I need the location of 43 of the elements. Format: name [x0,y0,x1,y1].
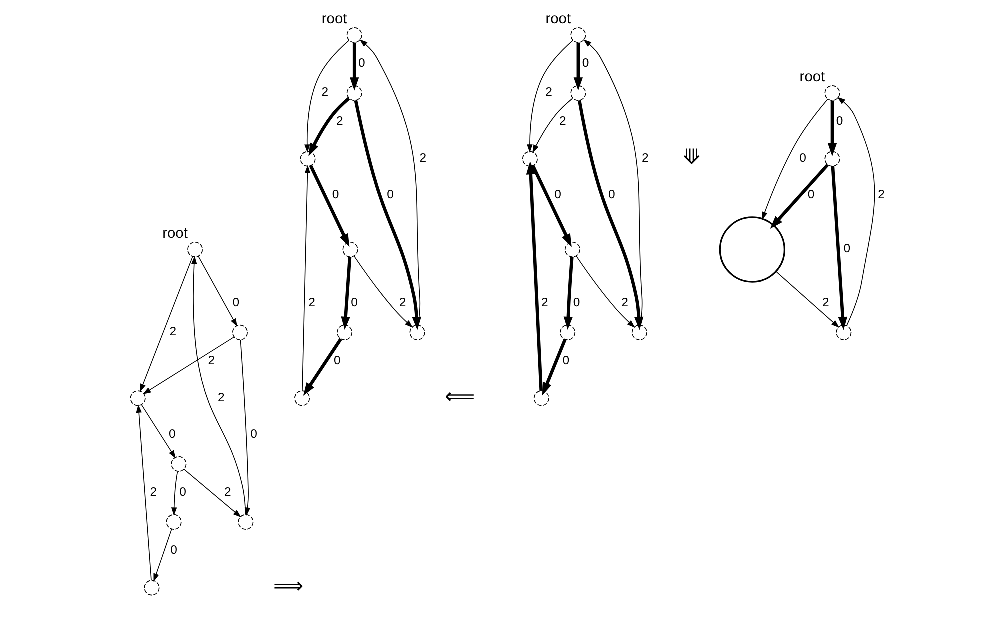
edge-label: 0 [358,56,366,70]
node-label: root [800,69,826,86]
edge-label: 0 [554,188,562,202]
edge-label: 0 [180,485,186,500]
edge-label: 2 [218,390,225,404]
edge-label: 2 [822,296,830,310]
edge-label: 2 [546,85,552,100]
edge-label: 2 [559,114,566,128]
edge-label: 2 [322,85,329,100]
edge-label: 0 [844,242,851,256]
edge-label: 2 [878,188,885,202]
label: ⟸ [444,386,475,409]
label: ⟱ [682,146,701,170]
edge-label: 0 [232,296,240,310]
edge-label: 2 [170,324,177,339]
edge-label: 2 [642,150,649,165]
edge-label: 2 [622,296,628,310]
edge-label: 0 [387,188,394,202]
edge-label: 0 [573,296,580,310]
edge-label: 2 [224,485,232,500]
edge-label: 2 [308,296,316,310]
edge-label: 0 [168,427,176,442]
edge-label: 2 [399,296,406,310]
node-label: root [322,11,348,28]
node-label: root [162,226,188,242]
edge-label: 2 [542,296,548,310]
edge-label: 0 [800,150,806,165]
edge-label: 0 [608,188,616,202]
label: ⟹ [273,575,304,598]
edge-label: 2 [420,150,427,165]
edge-label: 0 [836,114,844,128]
edge-label: 0 [334,354,341,368]
edge-label: 2 [208,354,216,368]
node-label: root [546,11,572,28]
edge-label: 0 [351,296,358,310]
edge-label: 0 [808,188,815,202]
edge-label: 2 [150,485,158,500]
edge-label: 0 [332,188,340,202]
edge-label: 0 [170,543,178,558]
edge-label: 0 [562,354,570,368]
edge-label: 2 [336,114,344,128]
edge-label: 0 [250,427,258,442]
edge-label: 0 [582,56,590,70]
